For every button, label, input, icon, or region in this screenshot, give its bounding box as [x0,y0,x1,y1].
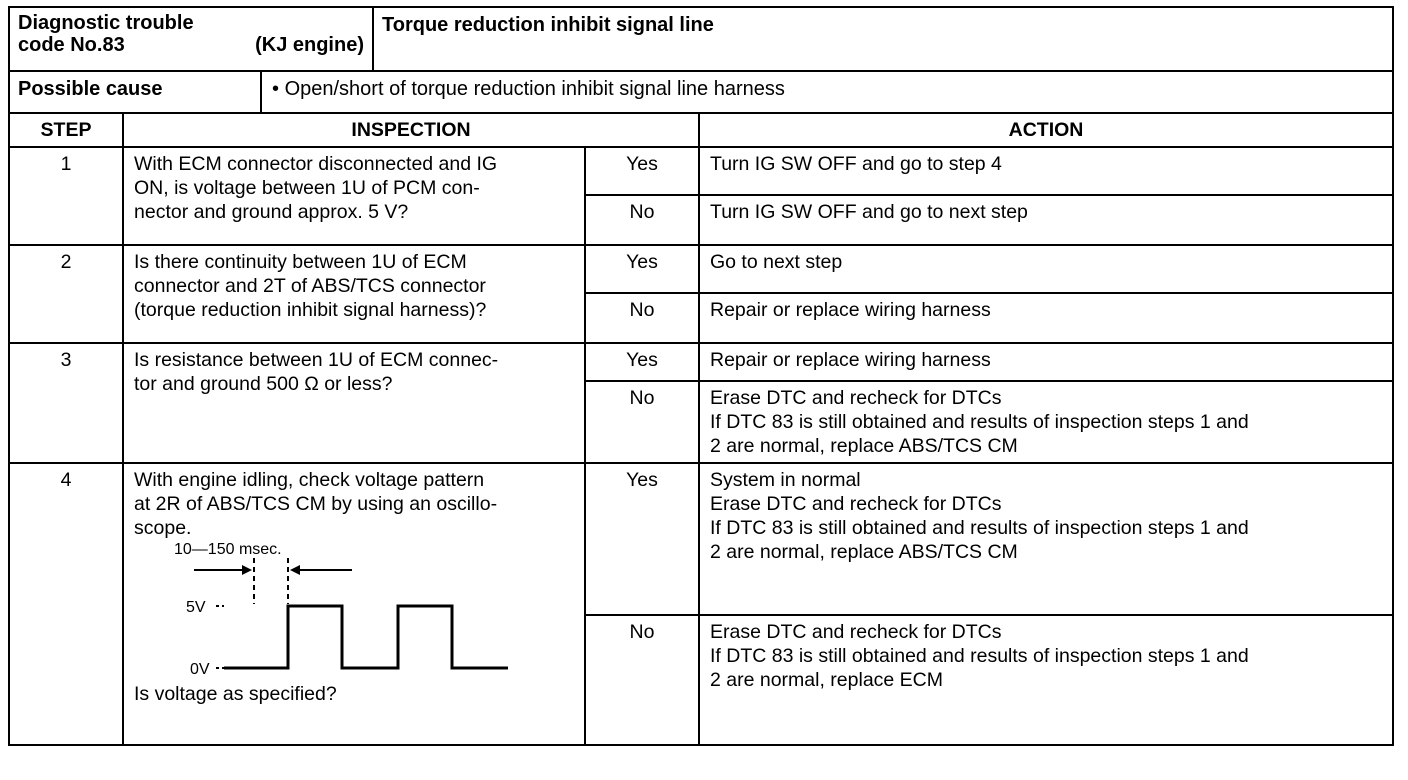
action-line: If DTC 83 is still obtained and results … [710,411,1249,433]
yes-label: Yes [584,342,700,382]
step-number: 4 [8,462,124,746]
dtc-code-line1: Diagnostic trouble [18,12,194,34]
low-level-label: 0V [190,661,210,678]
no-label: No [584,292,700,344]
table-row: No Erase DTC and recheck for DTCs If DTC… [9,614,1394,746]
action-line: 2 are normal, replace ABS/TCS CM [710,541,1018,563]
inspection-text: With ECM connector disconnected and IG O… [122,146,586,246]
inspection-text: Is resistance between 1U of ECM connec- … [122,342,586,464]
table-row: 3 Is resistance between 1U of ECM connec… [8,342,1394,464]
high-level-label: 5V [186,599,206,616]
table-row: No Turn IG SW OFF and go to next step [9,194,1394,246]
action-line: Repair or replace wiring harness [710,299,991,321]
inspection-text: With engine idling, check voltage patter… [122,462,586,746]
arrow-right-head-icon [242,565,252,575]
step-number: 2 [8,244,124,344]
no-label: No [584,614,700,746]
inspection-line: With ECM connector disconnected and IG [134,153,498,175]
inspection-line: at 2R of ABS/TCS CM by using an oscillo- [134,493,498,515]
action-text: Repair or replace wiring harness [698,292,1394,344]
action-line: Go to next step [710,251,843,273]
step-number: 1 [8,146,124,246]
step-number: 3 [8,342,124,464]
no-label: No [584,380,700,464]
action-text: Repair or replace wiring harness [698,342,1394,382]
table-row: No Erase DTC and recheck for DTCs If DTC… [9,380,1394,464]
action-line: Erase DTC and recheck for DTCs [710,493,1002,515]
possible-cause-table: Possible cause • Open/short of torque re… [8,70,1394,114]
inspection-line: (torque reduction inhibit signal harness… [134,299,487,321]
table-row: No Repair or replace wiring harness [9,292,1394,344]
inspection-line: With engine idling, check voltage patter… [134,469,485,491]
inspection-line: Is there continuity between 1U of ECM [134,251,467,273]
action-line: System in normal [710,469,861,491]
action-line: Erase DTC and recheck for DTCs [710,387,1002,409]
column-header-step: STEP [8,112,124,148]
possible-cause-text: • Open/short of torque reduction inhibit… [260,70,1394,114]
possible-cause-value: Open/short of torque reduction inhibit s… [284,78,785,100]
table-row: 4 With engine idling, check voltage patt… [8,462,1394,746]
yes-label: Yes [584,244,700,294]
bullet-icon: • [272,78,280,100]
table-row: 2 Is there continuity between 1U of ECM … [8,244,1394,344]
inspection-line: tor and ground 500 Ω or less? [134,373,393,395]
inspection-line: ON, is voltage between 1U of PCM con- [134,177,480,199]
inspection-line: nector and ground approx. 5 V? [134,201,409,223]
action-line: Turn IG SW OFF and go to next step [710,201,1028,223]
action-line: Repair or replace wiring harness [710,349,991,371]
engine-label: (KJ engine) [255,34,364,56]
action-text: Erase DTC and recheck for DTCs If DTC 83… [698,614,1394,746]
diagnostic-table: STEP INSPECTION ACTION 1 With ECM connec… [8,112,1394,746]
column-header-inspection: INSPECTION [122,112,700,148]
action-line: 2 are normal, replace ABS/TCS CM [710,435,1018,457]
dtc-code-line2: code No.83 (KJ engine) [18,34,364,56]
action-line: 2 are normal, replace ECM [710,669,944,691]
arrow-left-head-icon [290,565,300,575]
table-row: 1 With ECM connector disconnected and IG… [8,146,1394,246]
dtc-code-cell: Diagnostic trouble code No.83 (KJ engine… [8,6,374,72]
header-table: Diagnostic trouble code No.83 (KJ engine… [8,6,1394,72]
yes-label: Yes [584,146,700,196]
action-text: System in normal Erase DTC and recheck f… [698,462,1394,616]
page-title: Torque reduction inhibit signal line [372,6,1394,72]
action-line: If DTC 83 is still obtained and results … [710,645,1249,667]
action-text: Erase DTC and recheck for DTCs If DTC 83… [698,380,1394,464]
period-label: 10—150 msec. [174,542,282,558]
diagnostic-page: Diagnostic trouble code No.83 (KJ engine… [8,6,1394,772]
action-line: Turn IG SW OFF and go to step 4 [710,153,1002,175]
inspection-text: Is there continuity between 1U of ECM co… [122,244,586,344]
possible-cause-label: Possible cause [8,70,262,114]
column-header-action: ACTION [698,112,1394,148]
inspection-line: connector and 2T of ABS/TCS connector [134,275,486,297]
inspection-line: Is resistance between 1U of ECM connec- [134,349,499,371]
square-wave [224,604,508,670]
action-line: If DTC 83 is still obtained and results … [710,517,1249,539]
action-line: Erase DTC and recheck for DTCs [710,621,1002,643]
yes-label: Yes [584,462,700,616]
action-text: Go to next step [698,244,1394,294]
action-text: Turn IG SW OFF and go to next step [698,194,1394,246]
inspection-line: Is voltage as specified? [134,683,337,705]
inspection-line: scope. [134,517,192,539]
action-text: Turn IG SW OFF and go to step 4 [698,146,1394,196]
dtc-code-number: code No.83 [18,34,125,56]
waveform-diagram: 10—150 msec. 5V 0V [174,542,508,678]
no-label: No [584,194,700,246]
